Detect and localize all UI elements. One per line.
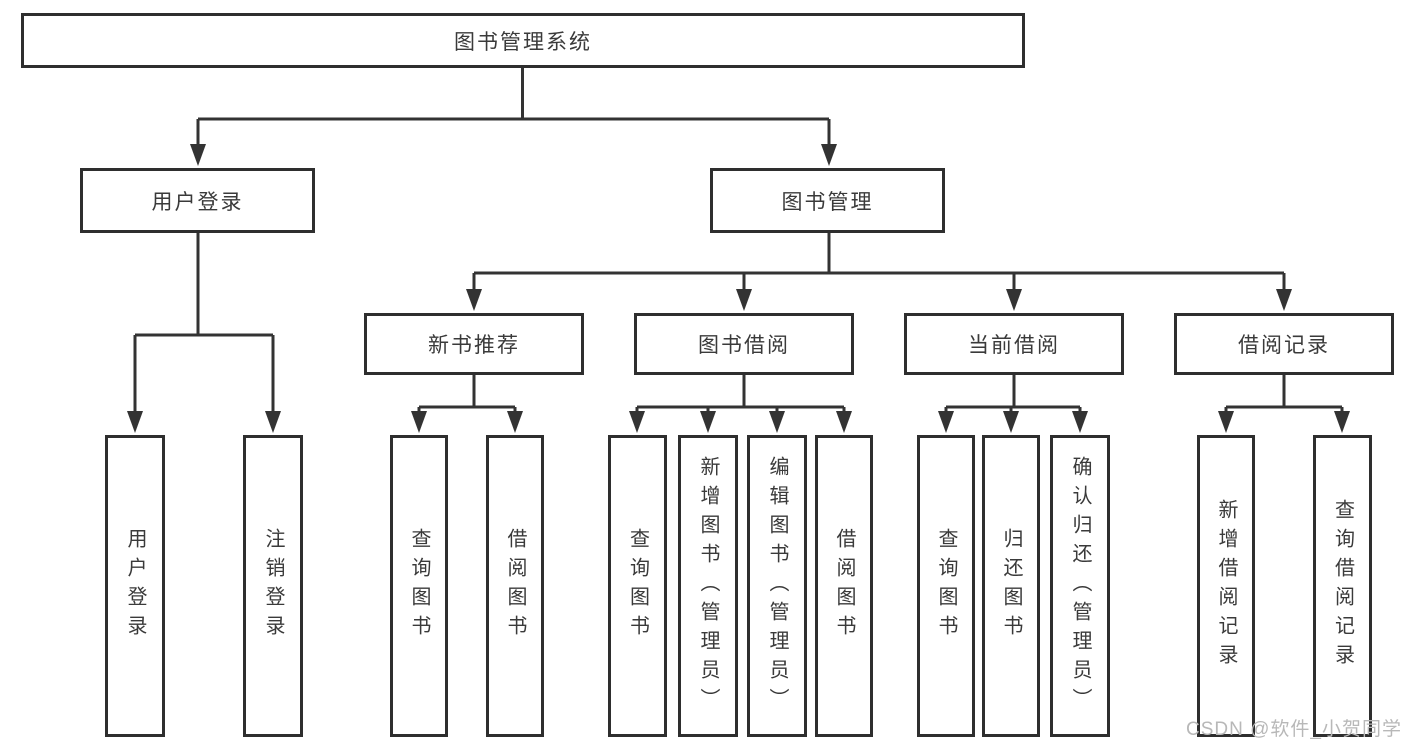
node-user-login-action: 用户登录: [105, 435, 165, 737]
node-return-books: 归还图书: [982, 435, 1040, 737]
node-new-book-recommend-label: 新书推荐: [428, 334, 520, 357]
node-query-books-1-label: 查询图书: [408, 528, 430, 644]
node-book-borrowing-label: 图书借阅: [698, 334, 790, 357]
node-user-login-action-label: 用户登录: [124, 528, 146, 644]
node-borrow-books-2: 借阅图书: [815, 435, 873, 737]
node-return-books-label: 归还图书: [1000, 528, 1022, 644]
node-book-management: 图书管理: [710, 168, 945, 233]
node-library-system-label: 图书管理系统: [454, 30, 592, 54]
node-confirm-return-admin-label: 确认归还（管理员）: [1069, 455, 1091, 717]
node-add-books-admin: 新增图书（管理员）: [678, 435, 738, 737]
node-confirm-return-admin: 确认归还（管理员）: [1050, 435, 1110, 737]
node-logout: 注销登录: [243, 435, 303, 737]
node-user-login: 用户登录: [80, 168, 315, 233]
node-query-books-3-label: 查询图书: [935, 528, 957, 644]
node-new-book-recommend: 新书推荐: [364, 313, 584, 375]
node-query-books-2-label: 查询图书: [626, 528, 649, 644]
node-logout-label: 注销登录: [262, 528, 284, 644]
node-user-login-label: 用户登录: [151, 190, 244, 214]
node-library-system: 图书管理系统: [21, 13, 1025, 68]
node-book-borrowing: 图书借阅: [634, 313, 854, 375]
node-query-books-3: 查询图书: [917, 435, 975, 737]
watermark: CSDN @软件_小贺同学: [1186, 719, 1402, 740]
node-query-borrowing-record-label: 查询借阅记录: [1331, 499, 1354, 673]
node-current-borrowing: 当前借阅: [904, 313, 1124, 375]
node-query-books-1: 查询图书: [390, 435, 448, 737]
node-borrowing-records-label: 借阅记录: [1238, 334, 1330, 357]
node-edit-books-admin: 编辑图书（管理员）: [747, 435, 807, 737]
node-borrow-books-1-label: 借阅图书: [504, 528, 526, 644]
node-book-management-label: 图书管理: [781, 190, 874, 214]
node-edit-books-admin-label: 编辑图书（管理员）: [766, 455, 788, 717]
node-add-books-admin-label: 新增图书（管理员）: [697, 455, 719, 717]
node-query-borrowing-record: 查询借阅记录: [1313, 435, 1372, 737]
node-add-borrowing-record: 新增借阅记录: [1197, 435, 1255, 737]
node-borrow-books-2-label: 借阅图书: [833, 528, 855, 644]
node-current-borrowing-label: 当前借阅: [968, 334, 1060, 357]
node-borrowing-records: 借阅记录: [1174, 313, 1394, 375]
node-query-books-2: 查询图书: [608, 435, 667, 737]
node-add-borrowing-record-label: 新增借阅记录: [1215, 499, 1237, 673]
node-borrow-books-1: 借阅图书: [486, 435, 544, 737]
